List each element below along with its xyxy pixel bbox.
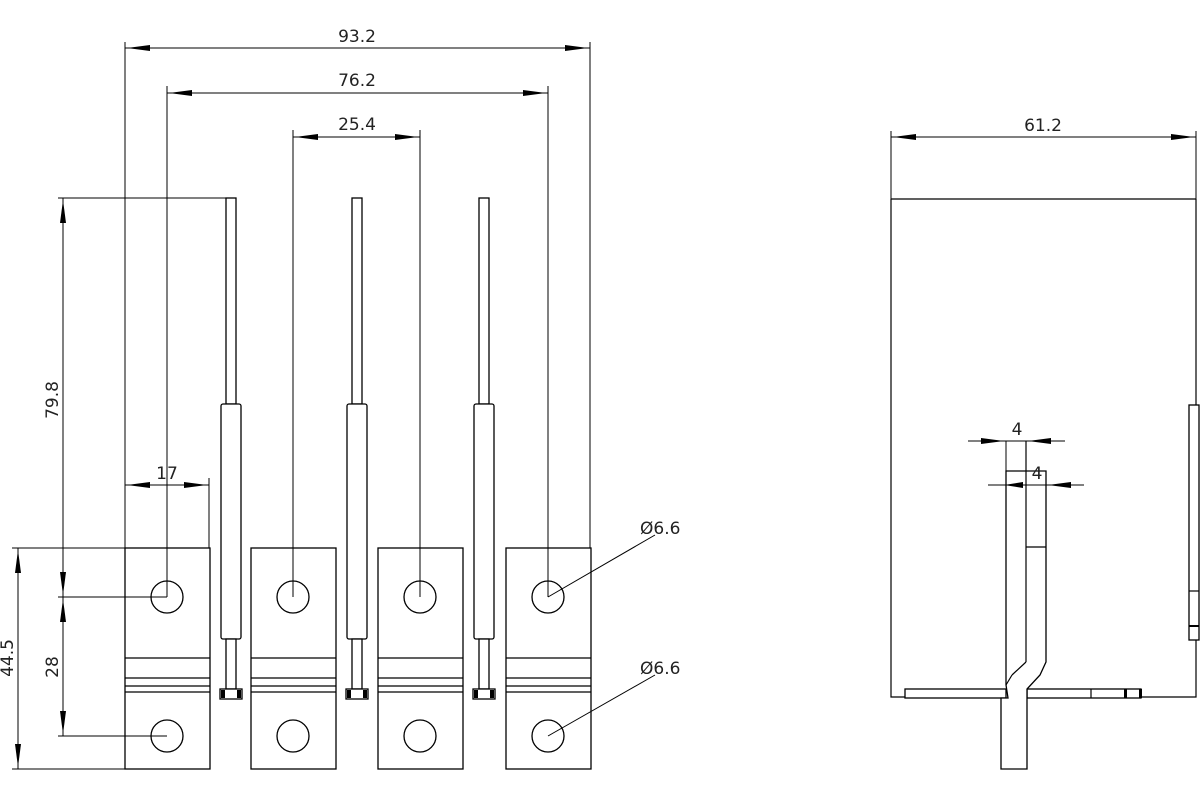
mounting-hole-icon — [403, 719, 437, 753]
dimension-label-28: 28 — [43, 656, 63, 678]
dimension-pin-thickness-upper: 4 — [968, 420, 1065, 444]
pin-3 — [472, 197, 496, 700]
mounting-hole-icon — [276, 719, 310, 753]
housing-outline — [890, 198, 1197, 698]
dimension-label-61-2: 61.2 — [1024, 116, 1062, 136]
dimension-overall-width: 93.2 — [125, 27, 590, 51]
dimension-label-25-4: 25.4 — [338, 115, 376, 135]
dimension-side-width: 61.2 — [890, 116, 1197, 199]
hole-diameter-label: Ø6.6 — [640, 659, 680, 679]
dimension-label-93-2: 93.2 — [338, 27, 376, 47]
hole-callout-upper: Ø6.6 — [547, 519, 680, 598]
dimension-terminal-width: 17 — [125, 464, 210, 548]
dimension-label-4-upper: 4 — [1012, 420, 1023, 440]
dimension-label-17: 17 — [156, 464, 178, 484]
dimension-label-79-8: 79.8 — [43, 381, 63, 419]
dimension-pin-thickness-lower: 4 — [988, 464, 1084, 547]
hole-callout-lower: Ø6.6 — [547, 659, 680, 737]
side-view: 61.2 — [890, 116, 1200, 770]
dimension-pin-height: 79.8 — [43, 197, 236, 597]
dimension-terminal-height: 44.5 — [0, 547, 125, 770]
side-terminal-bent — [1000, 441, 1047, 770]
dimension-label-44-5: 44.5 — [0, 639, 18, 677]
dimension-inner-hole-pitch: 25.4 — [293, 115, 420, 140]
pin-1 — [219, 197, 243, 700]
pin-2 — [345, 197, 369, 700]
hole-diameter-label: Ø6.6 — [640, 519, 680, 539]
dimension-label-4-lower: 4 — [1032, 464, 1043, 484]
dimension-label-76-2: 76.2 — [338, 71, 376, 91]
dimension-outer-hole-pitch: 76.2 — [167, 71, 548, 96]
side-pin-right — [1188, 404, 1200, 641]
front-view: 93.2 76.2 25.4 79.8 — [0, 27, 680, 770]
